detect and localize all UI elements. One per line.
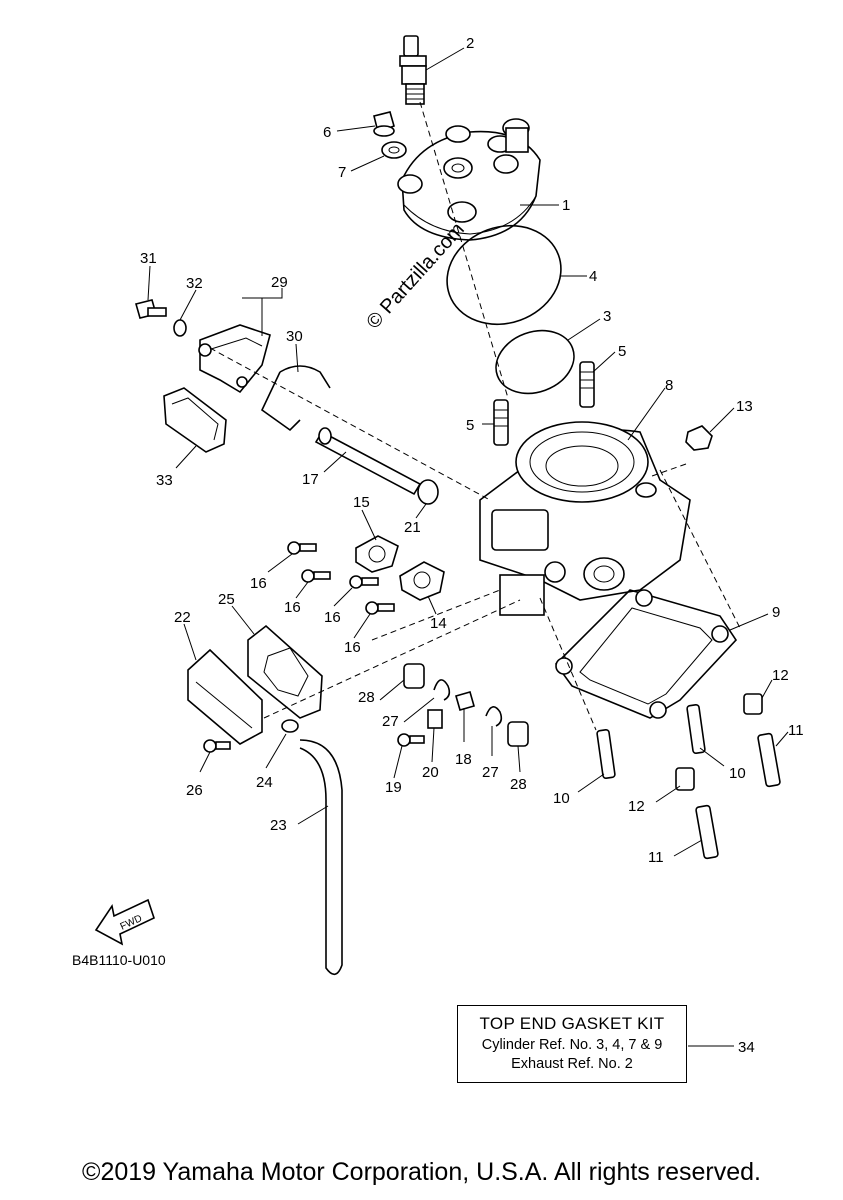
head-gasket-small [495,329,575,395]
hose-clamp [281,719,299,733]
long-stud-lower [695,804,719,860]
callout: 23 [270,817,287,834]
fwd-arrow-icon: FWD [94,898,155,946]
small-bolt [397,733,425,747]
collar-lower [507,721,529,747]
head-bolt [373,111,395,137]
stud-left [493,399,509,446]
shaft-collar [417,479,439,505]
callout: 16 [324,609,341,626]
callout: 21 [404,519,421,536]
callout: 7 [338,164,346,181]
gasket-kit-box: TOP END GASKET KIT Cylinder Ref. No. 3, … [457,1005,687,1083]
callout: 11 [788,722,804,739]
callout: 25 [218,591,235,608]
callout: 33 [156,472,173,489]
callout: 15 [353,494,370,511]
callout: 18 [455,751,472,768]
callout: 19 [385,779,402,796]
callout: 16 [250,575,267,592]
callout: 12 [628,798,645,815]
fwd-label: FWD [119,913,144,933]
callout: 29 [271,274,288,291]
cylinder-base-gasket [554,589,738,719]
callout: 1 [562,197,570,214]
callout: 9 [772,604,780,621]
callout: 27 [382,713,399,730]
callout: 5 [466,417,474,434]
callout: 6 [323,124,331,141]
callout: 10 [729,765,746,782]
spring-wire [260,365,331,432]
callout: 22 [174,609,191,626]
callout: 31 [140,250,157,267]
screw-2 [301,569,331,583]
callout: 8 [665,377,673,394]
callout: 14 [430,615,447,632]
callout: 12 [772,667,789,684]
valve-lever [198,324,271,394]
callout: 24 [256,774,273,791]
cylinder-head [397,118,541,241]
power-valve-upper [355,535,399,573]
leader-lines [147,47,789,1047]
cover-bolt [203,739,231,753]
head-gasket-large [446,224,562,326]
callout-numbers: 2 6 7 1 4 3 5 5 8 13 31 32 29 30 33 17 2… [140,35,804,1056]
callout: 32 [186,275,203,292]
screw-4 [365,601,395,615]
callout: 20 [422,764,439,781]
clip-block [455,691,475,711]
clip-plate [427,709,443,729]
spring-upper [433,679,451,701]
spark-plug [399,35,427,105]
watermark: © Partzilla.com [362,218,469,333]
base-stud-left [596,728,616,780]
cap-nut [685,425,713,451]
screw-1 [287,541,317,555]
side-cover [187,648,263,745]
breather-hose [299,739,343,976]
spring-lower [485,706,503,727]
callout: 4 [589,268,597,285]
callout: 17 [302,471,319,488]
kit-line-cylinder: Cylinder Ref. No. 3, 4, 7 & 9 [481,1037,663,1053]
kit-line-exhaust: Exhaust Ref. No. 2 [511,1056,633,1072]
head-washer [381,141,407,159]
callout: 3 [603,308,611,325]
callout: 10 [553,790,570,807]
base-nut-right [743,693,763,715]
screw-3 [349,575,379,589]
callout: 28 [510,776,527,793]
stud-right [579,361,595,408]
long-stud-right [757,732,781,788]
cover-gasket [247,624,323,719]
callout: 27 [482,764,499,781]
callout: 30 [286,328,303,345]
kit-title: TOP END GASKET KIT [479,1014,665,1033]
base-nut-lower [675,767,695,791]
callout: 11 [648,849,664,866]
diagram-code: B4B1110-U010 [72,952,166,968]
power-valve-lower [399,561,445,601]
cylinder-block [479,421,691,616]
linkage-washer [173,319,187,337]
callout: 2 [466,35,474,52]
callout: 13 [736,398,753,415]
callout: 26 [186,782,203,799]
linkage-bolt [135,299,167,319]
lever-cover [163,387,227,453]
callout: 28 [358,689,375,706]
callout: 34 [738,1039,755,1056]
copyright-footer: ©2019 Yamaha Motor Corporation, U.S.A. A… [82,1158,761,1186]
callout: 5 [618,343,626,360]
base-stud-right [686,703,706,755]
callout: 16 [284,599,301,616]
valve-shaft [314,427,422,496]
callout: 16 [344,639,361,656]
collar-upper [403,663,425,689]
